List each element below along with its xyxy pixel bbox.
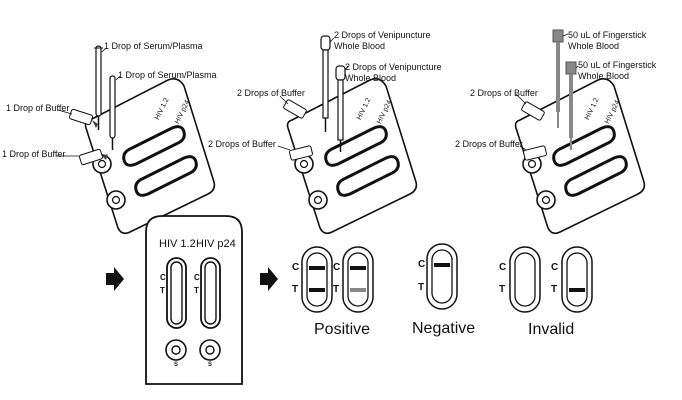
arrow-right-1 xyxy=(106,267,124,291)
result-negative-label: Negative xyxy=(412,320,476,337)
test-line xyxy=(309,288,325,292)
neg-t: T xyxy=(418,282,425,293)
panel3-pipette-label-1b: Whole Blood xyxy=(568,41,620,51)
panel1-buffer-bottle-2 xyxy=(79,148,108,166)
panel3-buffer-bottle-1 xyxy=(521,101,545,121)
panel1-buffer-label-1: 1 Drop of Buffer xyxy=(6,103,70,113)
panel2-dropper-2 xyxy=(335,65,346,152)
result-invalid-label: Invalid xyxy=(528,321,575,338)
panel2-buffer-bottle-2 xyxy=(289,145,313,161)
panel2-buffer-label-2: 2 Drops of Buffer xyxy=(208,139,276,149)
panel2-dropper-label-1b: Whole Blood xyxy=(334,41,386,51)
device-label-hivp24: HIV p24 xyxy=(196,238,236,250)
strip-invalid-1 xyxy=(509,246,541,313)
pos1-c: C xyxy=(292,262,300,273)
inv2-c: C xyxy=(551,262,559,273)
panel3-pipette-label-1a: 50 uL of Fingerstick xyxy=(568,30,647,40)
panel3-buffer-bottle-2 xyxy=(523,145,547,161)
panel1-dropper-label-1: 1 Drop of Serum/Plasma xyxy=(104,41,203,51)
test-line-faint xyxy=(350,288,366,292)
inv2-t: T xyxy=(551,284,558,295)
panel2-dropper-1 xyxy=(320,35,331,132)
device-c-left: C xyxy=(160,273,166,282)
device-well-left: S xyxy=(174,362,179,368)
strip-positive-2 xyxy=(342,246,374,313)
strip-negative xyxy=(426,243,458,310)
pos1-t: T xyxy=(292,284,299,295)
pos2-c: C xyxy=(333,262,341,273)
device-label-hiv12: HIV 1.2 xyxy=(159,238,196,250)
arrow-right-2 xyxy=(260,267,278,291)
control-line xyxy=(350,266,366,270)
panel1-dropper-1 xyxy=(94,45,103,130)
test-line xyxy=(569,288,585,292)
panel2-dropper-label-2b: Whole Blood xyxy=(345,73,397,83)
panel1-buffer-label-2: 1 Drop of Buffer xyxy=(2,149,66,159)
control-line xyxy=(434,263,450,267)
neg-c: C xyxy=(418,259,426,270)
panel1-dropper-2 xyxy=(109,75,116,150)
panel2-buffer-label-1: 2 Drops of Buffer xyxy=(237,88,305,98)
panel2-buffer-bottle-1 xyxy=(283,99,307,119)
pos2-t: T xyxy=(333,284,340,295)
device-t-right: T xyxy=(194,286,199,295)
strip-positive-1 xyxy=(301,246,333,313)
panel3-buffer-label-2: 2 Drops of Buffer xyxy=(455,139,523,149)
result-positive-label: Positive xyxy=(314,321,371,338)
inv1-t: T xyxy=(499,284,506,295)
device-front-view xyxy=(145,215,243,385)
panel3-buffer-label-1: 2 Drops of Buffer xyxy=(470,88,538,98)
panel3-pipette-label-2a: 50 uL of Fingerstick xyxy=(578,60,657,70)
device-well-right: S xyxy=(208,362,213,368)
device-c-right: C xyxy=(194,273,200,282)
control-line xyxy=(309,266,325,270)
device-t-left: T xyxy=(160,286,165,295)
strip-invalid-2 xyxy=(561,246,593,313)
panel1-dropper-label-2: 1 Drop of Serum/Plasma xyxy=(118,70,217,80)
panel2-dropper-label-2a: 2 Drops of Venipuncture xyxy=(345,62,442,72)
inv1-c: C xyxy=(499,262,507,273)
panel3-pipette-label-2b: Whole Blood xyxy=(578,71,630,81)
panel2-dropper-label-1a: 2 Drops of Venipuncture xyxy=(334,30,431,40)
